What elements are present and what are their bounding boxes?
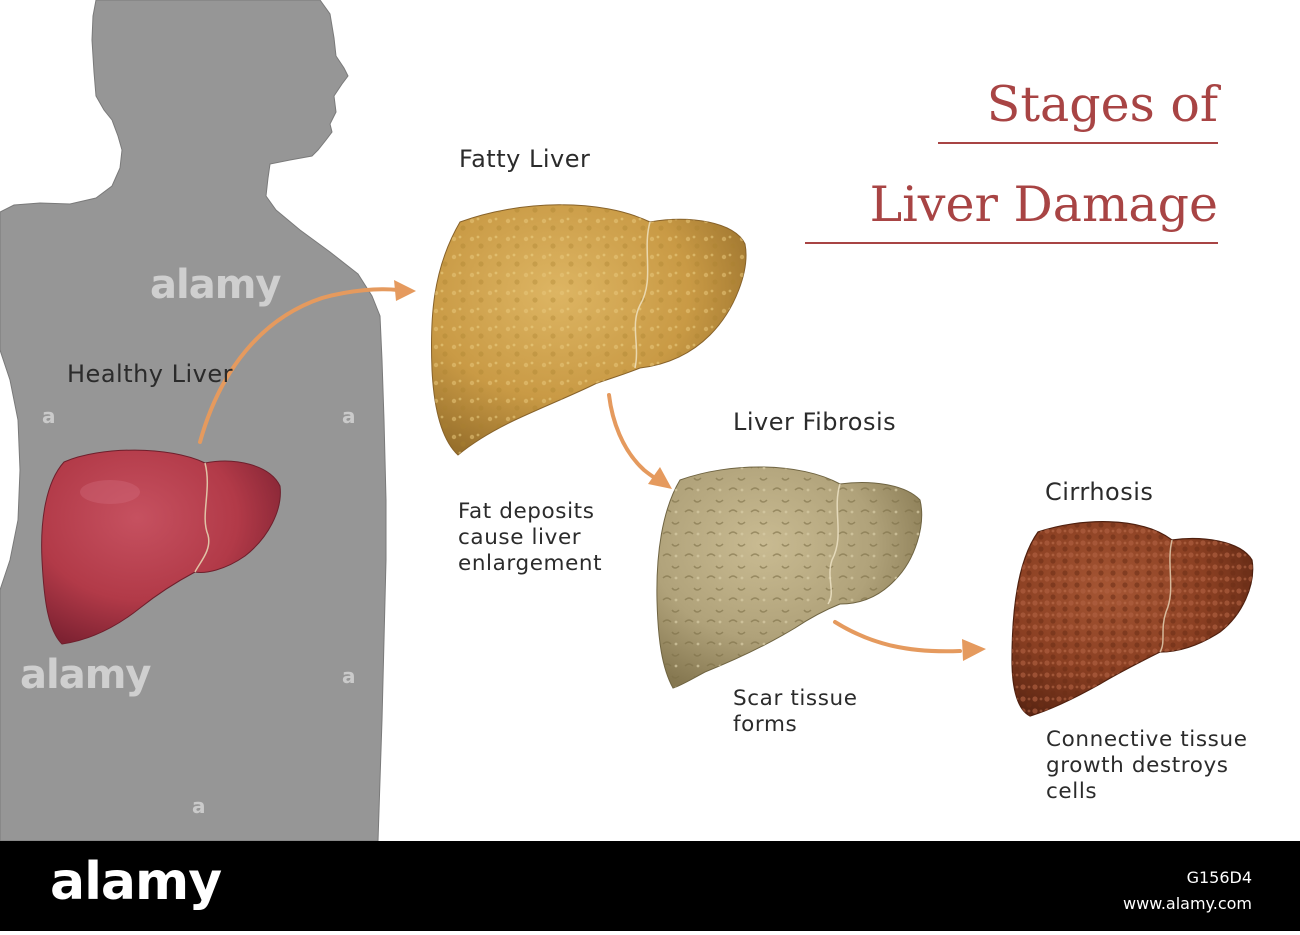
watermark-mark: a bbox=[342, 404, 356, 428]
stage-description-cirrhosis: Connective tissue growth destroys cells bbox=[1046, 727, 1248, 805]
stage-label-healthy: Healthy Liver bbox=[67, 362, 233, 386]
watermark-logo: alamy bbox=[20, 652, 150, 698]
stage-label-cirrhosis: Cirrhosis bbox=[1045, 480, 1153, 504]
fibrosis-liver bbox=[657, 467, 922, 688]
fatty-liver bbox=[431, 205, 746, 455]
title-underline-1 bbox=[938, 142, 1218, 144]
watermark-mark: a bbox=[42, 404, 56, 428]
body-silhouette bbox=[0, 0, 386, 841]
watermark-logo: alamy bbox=[150, 262, 280, 308]
footer-logo: alamy bbox=[50, 856, 221, 908]
arrow-fibrosis-to-cirrhosis bbox=[835, 622, 986, 661]
title-line-2: Liver Damage bbox=[870, 180, 1218, 229]
title-line-1: Stages of bbox=[987, 80, 1218, 129]
arrow-fatty-to-fibrosis bbox=[609, 395, 672, 489]
stage-label-fatty: Fatty Liver bbox=[459, 147, 590, 171]
watermark-mark: a bbox=[192, 794, 206, 818]
footer-image-id: G156D4 bbox=[1187, 870, 1252, 886]
stage-label-fibrosis: Liver Fibrosis bbox=[733, 410, 896, 434]
watermark-mark: a bbox=[342, 664, 356, 688]
stage-description-fibrosis: Scar tissue forms bbox=[733, 686, 858, 738]
cirrhosis-liver bbox=[1012, 522, 1253, 716]
footer-site-url: www.alamy.com bbox=[1123, 896, 1252, 912]
title-underline-2 bbox=[805, 242, 1218, 244]
stage-description-fatty: Fat deposits cause liver enlargement bbox=[458, 499, 602, 577]
